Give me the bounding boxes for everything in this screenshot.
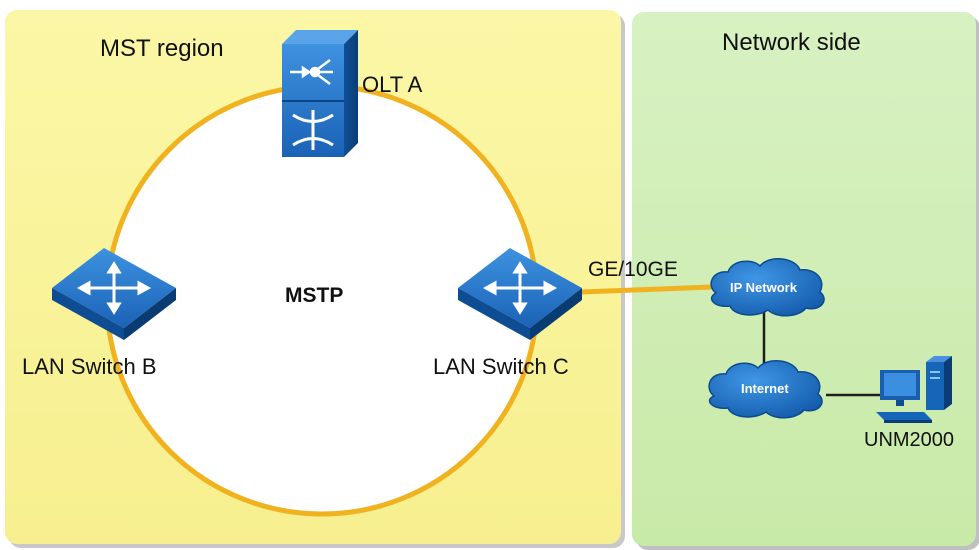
uplink-line bbox=[581, 284, 713, 295]
computer-icon bbox=[876, 356, 952, 423]
olt-label: OLT A bbox=[362, 72, 423, 97]
switch-b-label: LAN Switch B bbox=[22, 354, 157, 379]
uplink-label: GE/10GE bbox=[588, 258, 678, 281]
ip-network-cloud-icon bbox=[710, 258, 825, 317]
mst-region-label: MST region bbox=[100, 35, 224, 62]
network-side-label: Network side bbox=[722, 29, 861, 56]
unm2000-label: UNM2000 bbox=[864, 429, 954, 451]
switch-c-label: LAN Switch C bbox=[433, 354, 569, 379]
internet-cloud-icon bbox=[708, 360, 823, 419]
internet-label: Internet bbox=[741, 381, 789, 396]
ip-network-label: IP Network bbox=[730, 280, 798, 295]
mstp-label: MSTP bbox=[285, 284, 343, 307]
switch-b-icon bbox=[52, 248, 176, 340]
olt-device-icon bbox=[282, 30, 358, 157]
switch-c-icon bbox=[458, 248, 582, 340]
